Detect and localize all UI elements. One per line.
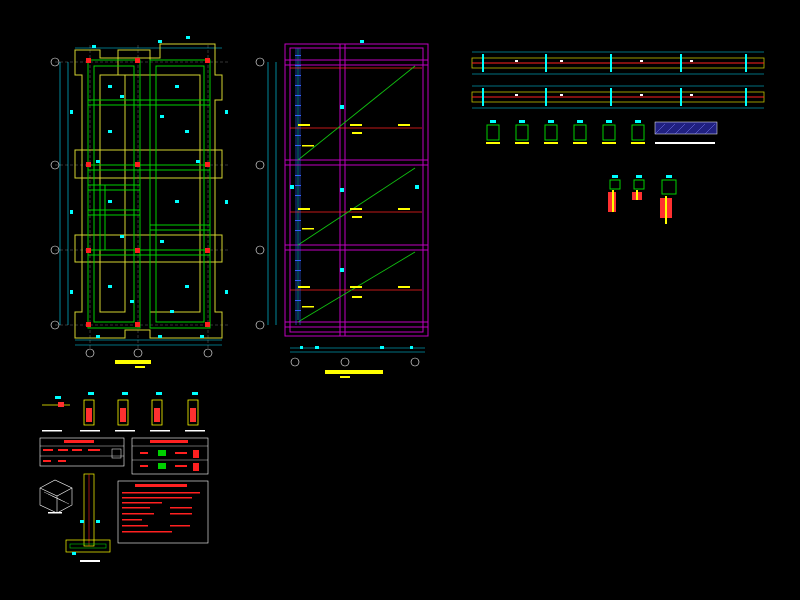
plan-cyan-tags xyxy=(70,36,228,338)
elevation-frame xyxy=(284,43,429,337)
elevation-beams xyxy=(290,67,422,291)
isometric-cage-detail xyxy=(39,479,73,514)
beam-elevation-1 xyxy=(471,51,765,75)
elevation-labels xyxy=(298,124,410,308)
beam-elevation-2 xyxy=(471,85,765,109)
column-details-small xyxy=(608,175,677,224)
plan-footing-outlines xyxy=(74,43,223,339)
plan-row-bubbles xyxy=(50,57,60,330)
beam-elevations xyxy=(471,51,765,109)
isometric-caption xyxy=(48,512,62,514)
footing-hatch-detail xyxy=(654,121,718,144)
connection-details-row xyxy=(42,392,205,432)
elevation-bubbles xyxy=(255,57,420,367)
plan-footing-beams xyxy=(87,59,211,329)
elevation-dimensions xyxy=(267,48,425,353)
beam-support-columns xyxy=(482,54,747,106)
schedule-table-right xyxy=(131,437,209,475)
elevation-column-tags xyxy=(290,40,419,349)
foundation-plan xyxy=(50,36,228,368)
plan-column-markers xyxy=(86,58,210,327)
elevation-title-block xyxy=(325,370,383,378)
plan-col-bubbles xyxy=(85,348,213,358)
column-rebar-elevation xyxy=(65,473,111,562)
plan-title-block xyxy=(115,360,151,368)
general-notes-block xyxy=(117,480,209,544)
plan-dimension-lines xyxy=(59,47,222,346)
footing-sections-row xyxy=(486,120,718,144)
schedule-table-left xyxy=(39,437,125,467)
frame-elevation xyxy=(255,40,429,378)
elevation-ladder-rungs xyxy=(295,55,301,311)
elevation-ladder xyxy=(295,48,301,325)
beam-stirrup-ticks xyxy=(515,60,693,96)
